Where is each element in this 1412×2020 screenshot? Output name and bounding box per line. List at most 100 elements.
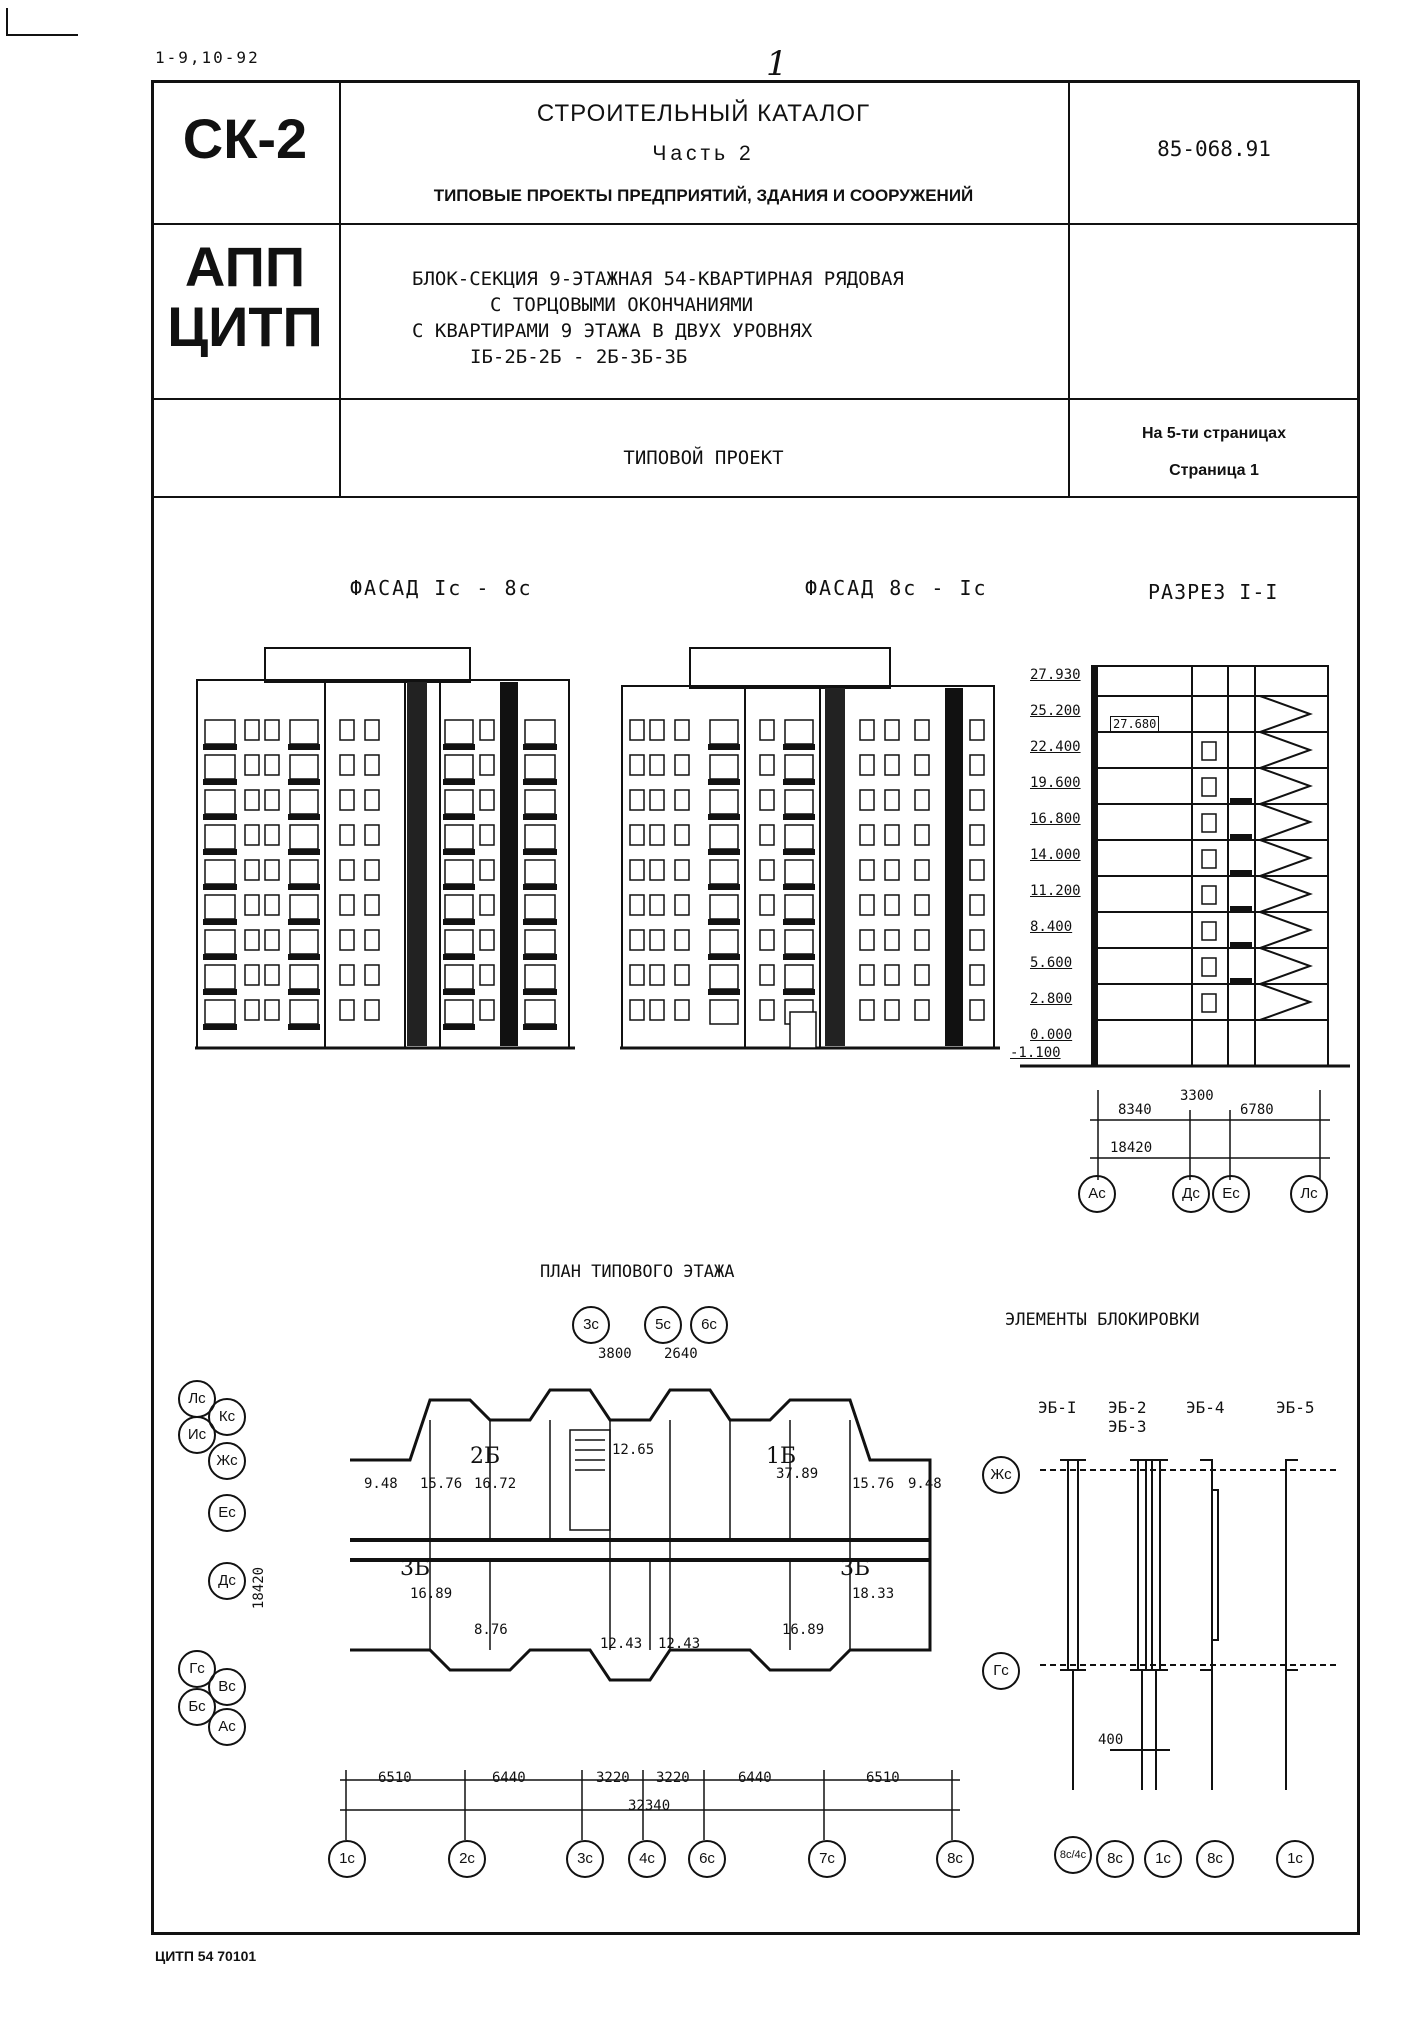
project-desc-line1: БЛОК-СЕКЦИЯ 9-ЭТАЖНАЯ 54-КВАРТИРНАЯ РЯДО… [412,268,904,290]
apartment-type: 3Б [840,1556,871,1581]
axis-marker: Жc [208,1442,246,1480]
level-mark: -1.100 [1010,1045,1061,1061]
room-area: 16.89 [782,1622,825,1638]
axis-marker: 8c [1196,1840,1234,1878]
room-area: 12.65 [612,1442,655,1458]
level-mark: 19.600 [1030,775,1081,791]
axis-marker: Иc [178,1416,216,1454]
axis-marker: 8c/4c [1054,1836,1092,1874]
plan-dim-total: 18420 [251,1566,268,1610]
level-mark: 14.000 [1030,847,1081,863]
level-mark: 2.800 [1030,991,1073,1007]
blocking-title: ЭЛЕМЕНТЫ БЛОКИРОВКИ [1005,1310,1200,1330]
org-name-line2: ЦИТП [167,295,323,358]
axis-marker: 6c [688,1840,726,1878]
axis-marker: Ec [1212,1175,1250,1213]
level-mark: 27.930 [1030,667,1081,683]
level-mark: 8.400 [1030,919,1073,935]
room-area: 9.48 [908,1476,942,1492]
room-area: 12.43 [658,1636,701,1652]
axis-marker: 4c [628,1840,666,1878]
plan-dim: 6440 [492,1770,526,1786]
axis-marker: 7c [808,1840,846,1878]
room-area: 16.89 [410,1586,453,1602]
axis-marker: 1c [1276,1840,1314,1878]
axis-marker: 8c [936,1840,974,1878]
axis-marker: 3c [566,1840,604,1878]
blocking-dim: 400 [1098,1732,1124,1748]
page-mark: 1 [766,44,788,84]
section-dim-lines [1090,1090,1330,1180]
section-mark: 27.680 [1110,716,1160,732]
document-code: 1-9,10-92 [155,48,260,67]
plan-dim: 2640 [664,1346,698,1362]
project-number: 85-068.91 [1157,137,1271,161]
project-type: ТИПОВОЙ ПРОЕКТ [623,447,784,469]
plan-dim: 3220 [656,1770,690,1786]
blocking-element-label: ЭБ-5 [1276,1398,1315,1417]
project-desc-line3: С КВАРТИРАМИ 9 ЭТАЖА В ДВУХ УРОВНЯХ [412,320,813,342]
section-dim: 3300 [1180,1088,1214,1104]
section-title: РАЗРЕЗ I-I [1148,580,1279,604]
section-dim: 6780 [1240,1102,1274,1118]
axis-marker: 1c [1144,1840,1182,1878]
facade1-drawing [195,647,575,1050]
axis-marker: Ac [208,1708,246,1746]
plan-dim: 3220 [596,1770,630,1786]
blocking-element-label: ЭБ-I [1038,1398,1077,1417]
level-mark: 5.600 [1030,955,1073,971]
level-mark: 25.200 [1030,703,1081,719]
section-dim-total: 18420 [1110,1140,1153,1156]
section-drawing [1020,665,1350,1068]
facade2-title: ФАСАД 8c - Ic [805,576,988,600]
room-area: 15.76 [852,1476,895,1492]
facade2-drawing [620,647,1000,1050]
plan-dim: 6440 [738,1770,772,1786]
plan-dim: 3800 [598,1346,632,1362]
axis-marker: 2c [448,1840,486,1878]
axis-marker: Кc [208,1398,246,1436]
apartment-type: 1Б [766,1444,797,1469]
footer-code: ЦИТП 54 70101 [155,1948,257,1964]
catalog-part: Часть 2 [652,142,755,165]
floor-plan-drawing [350,1388,932,1682]
axis-marker: Жc [982,1456,1020,1494]
room-area: 8.76 [474,1622,508,1638]
pages-total: На 5-ти страницах [1142,425,1286,442]
axis-marker: Вc [208,1668,246,1706]
catalog-title: СТРОИТЕЛЬНЫЙ КАТАЛОГ [536,100,871,127]
room-area: 15.76 [420,1476,463,1492]
project-desc-line4: IБ-2Б-2Б - 2Б-3Б-3Б [470,346,688,368]
corner-mark [6,8,78,36]
room-area: 18.33 [852,1586,895,1602]
project-desc-line2: С ТОРЦОВЫМИ ОКОНЧАНИЯМИ [490,294,754,316]
plan-dim-total: 32340 [628,1798,671,1814]
level-mark: 11.200 [1030,883,1081,899]
axis-marker: 6c [690,1306,728,1344]
series-code: СК-2 [182,107,308,170]
axis-marker: 5c [644,1306,682,1344]
axis-marker: Гc [982,1652,1020,1690]
axis-marker: 3c [572,1306,610,1344]
level-mark: 0.000 [1030,1027,1073,1043]
facade1-title: ФАСАД Ic - 8c [350,576,533,600]
axis-marker: Ec [208,1494,246,1532]
plan-dim-lines [340,1770,960,1840]
blocking-element-label: ЭБ-4 [1186,1398,1225,1417]
level-mark: 16.800 [1030,811,1081,827]
apartment-type: 2Б [470,1444,501,1469]
axis-marker: Лc [1290,1175,1328,1213]
axis-marker: Дc [1172,1175,1210,1213]
apartment-type: 3Б [400,1556,431,1581]
room-area: 16.72 [474,1476,517,1492]
axis-marker: 8c [1096,1840,1134,1878]
axis-marker: Ac [1078,1175,1116,1213]
axis-marker: Дc [208,1562,246,1600]
org-name-line1: АПП [184,235,306,298]
catalog-subtitle: ТИПОВЫЕ ПРОЕКТЫ ПРЕДПРИЯТИЙ, ЗДАНИЯ И СО… [433,186,974,205]
blocking-elements-drawing [1040,1459,1340,1790]
plan-title: ПЛАН ТИПОВОГО ЭТАЖА [540,1262,735,1282]
section-dim: 8340 [1118,1102,1152,1118]
level-mark: 22.400 [1030,739,1081,755]
axis-marker: 1c [328,1840,366,1878]
